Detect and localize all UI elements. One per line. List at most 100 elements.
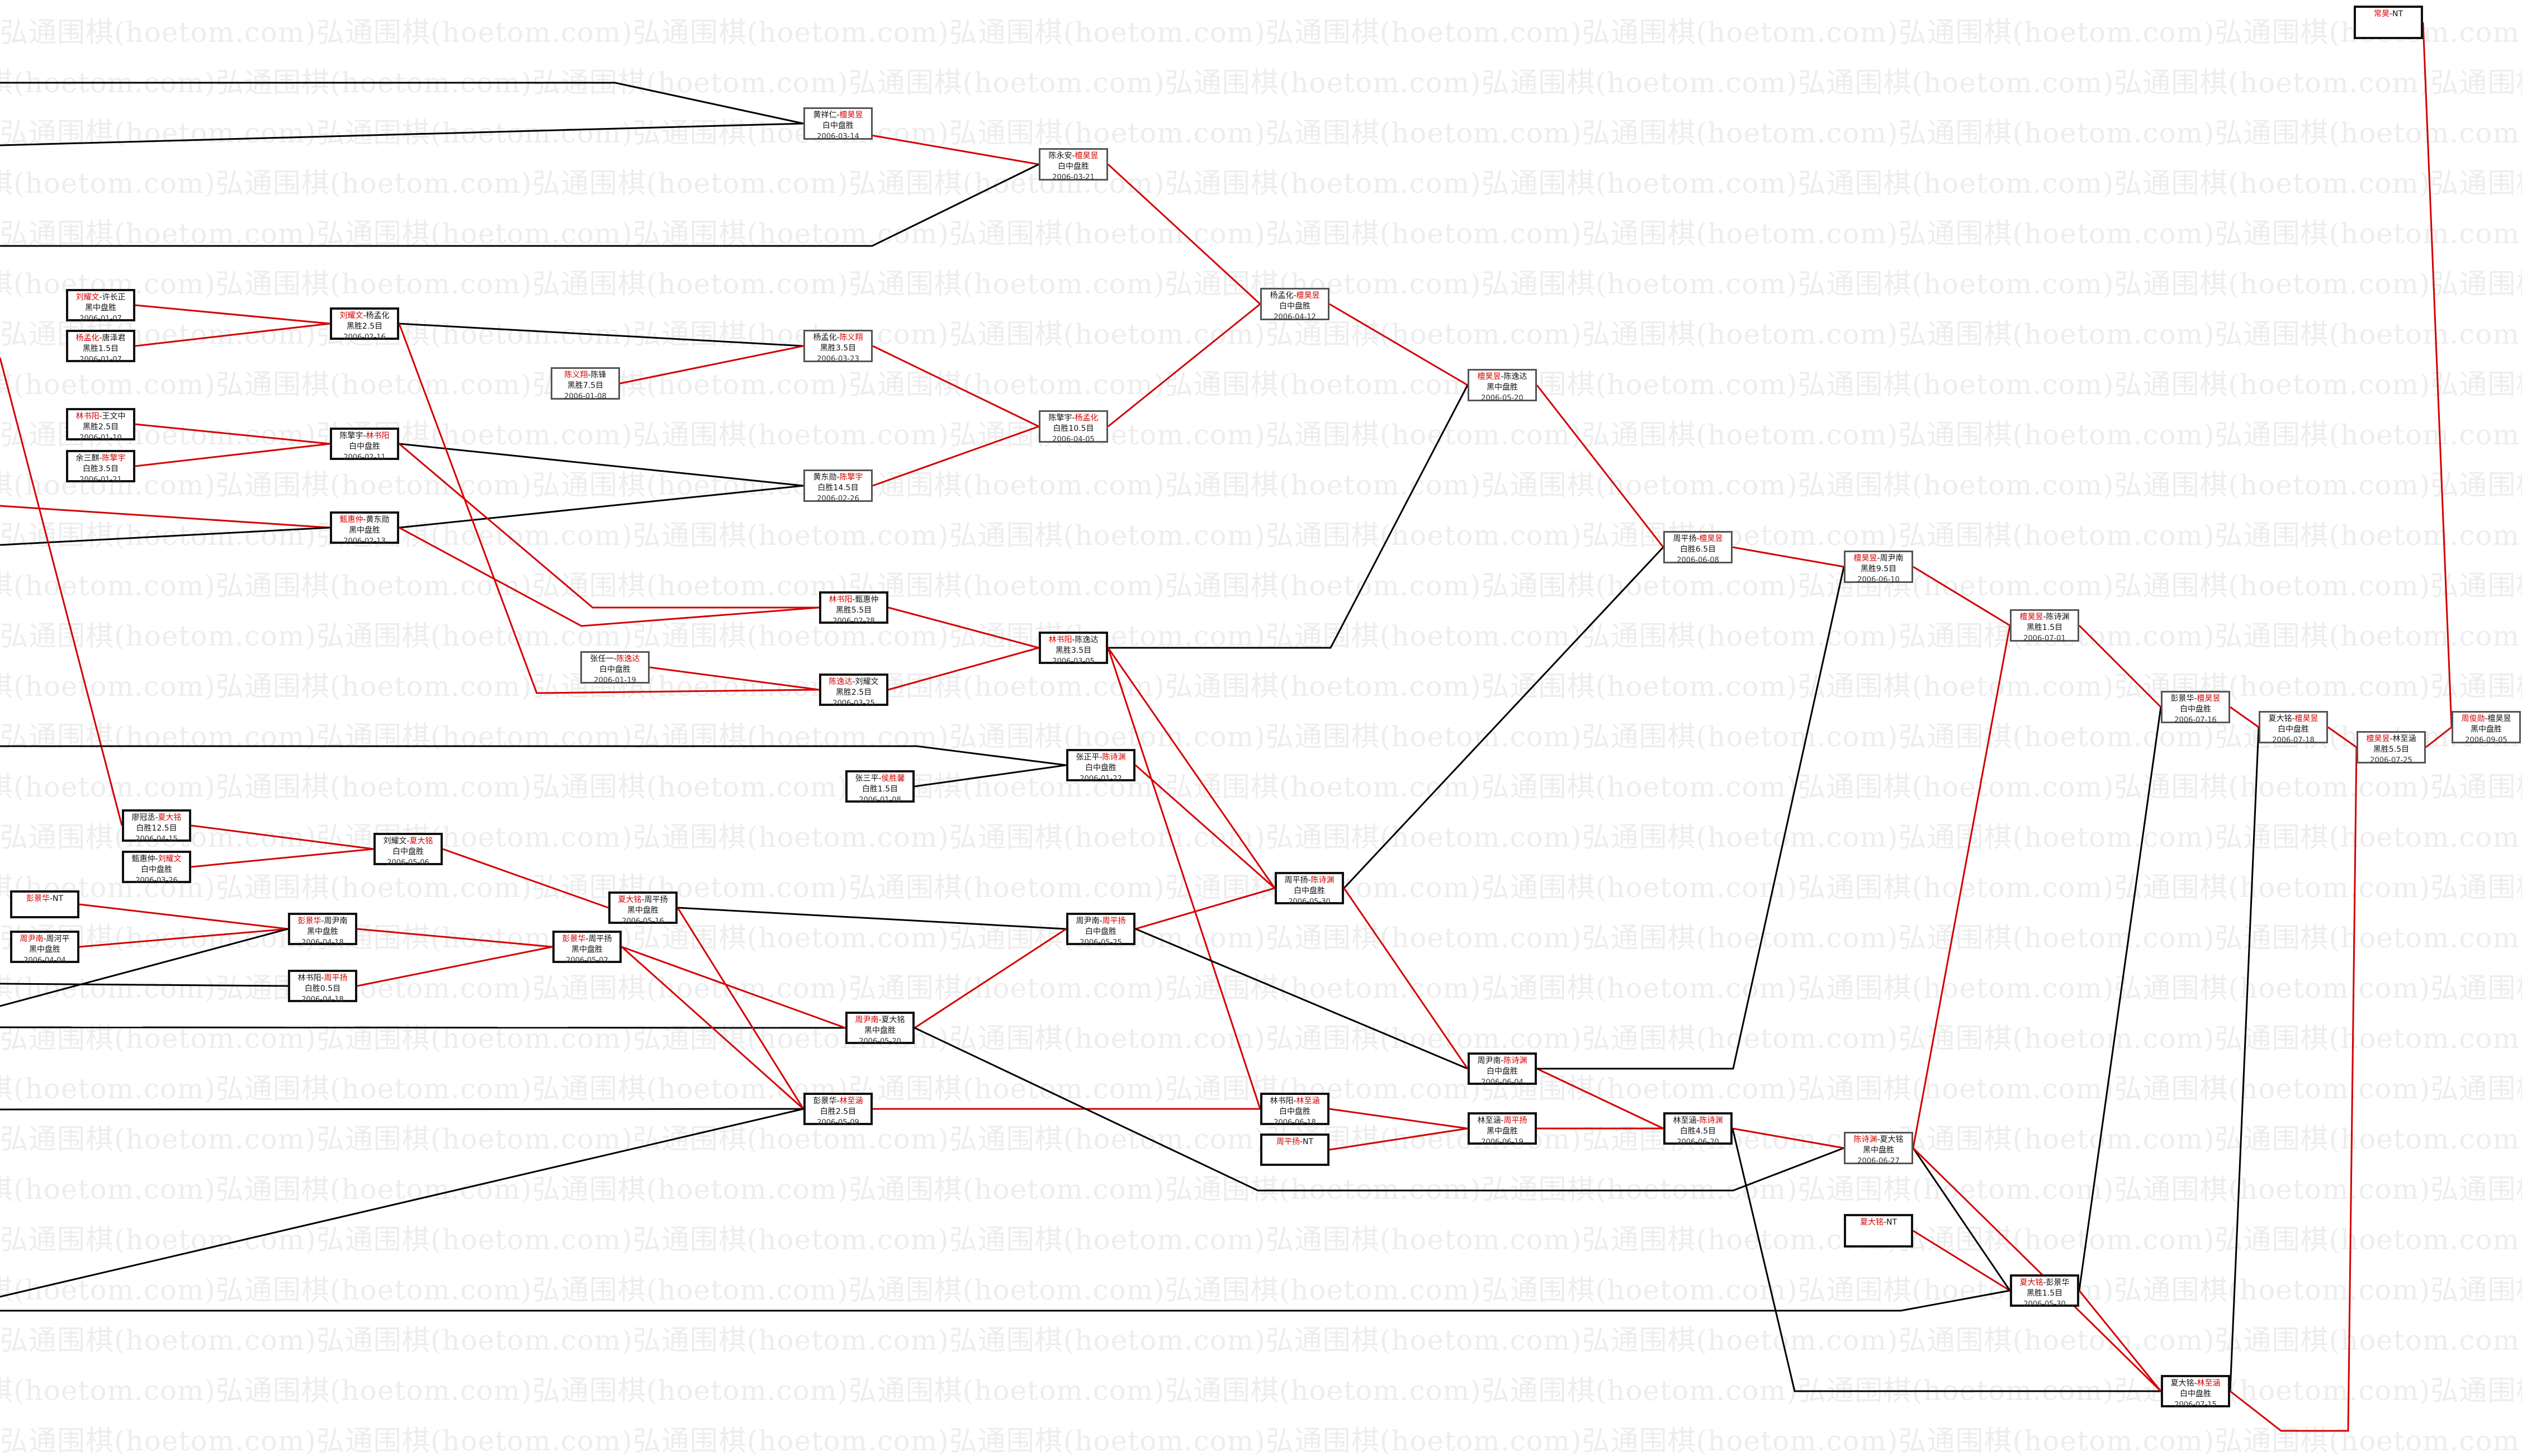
player-white: 夏大铭 — [1880, 1135, 1904, 1144]
vs-separator: - — [99, 454, 102, 463]
winner-connector-line — [79, 903, 288, 930]
match-players: 甄惠仲-刘耀文 — [124, 854, 189, 865]
player-white: 林至涵 — [2197, 1379, 2221, 1388]
player-white: 林书阳 — [366, 431, 390, 440]
winner-connector-line — [399, 443, 819, 609]
player-white: NT — [1303, 1137, 1314, 1146]
game-result: 白胜14.5目 — [817, 483, 859, 492]
game-date: 2006-05-02 — [566, 956, 608, 965]
match-players: 黄东勋-陈擎宇 — [805, 472, 871, 483]
match-players: 彭景华-NT — [12, 894, 77, 904]
loser-connector-line — [1731, 1128, 2161, 1392]
game-date: 2006-03-21 — [1052, 173, 1095, 182]
player-black: 张任一 — [590, 655, 614, 663]
player-white: 杨孟化 — [366, 311, 390, 320]
game-date: 2006-07-25 — [2370, 756, 2412, 765]
player-white: 檀昊昱 — [2197, 694, 2221, 703]
player-black: 黄东勋 — [813, 473, 837, 482]
game-box: 常昊-NT — [2354, 6, 2423, 39]
game-date: 2006-01-07 — [79, 355, 122, 364]
match-players: 林书阳-周平扬 — [290, 973, 355, 984]
loser-connector-line — [1343, 546, 1664, 889]
game-result: 白中盘胜 — [1487, 1067, 1518, 1076]
loser-connector-line — [399, 485, 804, 529]
winner-connector-line — [1329, 1108, 1468, 1130]
player-black: 周尹南 — [1076, 917, 1100, 926]
game-date: 2006-04-05 — [1052, 435, 1095, 444]
game-date: 2006-06-27 — [1857, 1157, 1900, 1165]
winner-connector-line — [191, 824, 374, 850]
game-date: 2006-06-04 — [1481, 1078, 1523, 1087]
winner-connector-line — [621, 946, 804, 1110]
game-result: 白中盘胜 — [1279, 302, 1310, 311]
vs-separator: - — [1099, 753, 1103, 762]
player-black: 檀昊昱 — [2019, 613, 2043, 622]
loser-connector-line — [2229, 727, 2260, 1392]
match-players: 陈擎宇-林书阳 — [332, 431, 397, 442]
game-date: 2006-06-18 — [1274, 1118, 1316, 1127]
player-black: 余三麒 — [75, 454, 100, 463]
player-white: 檀昊昱 — [1075, 151, 1099, 160]
game-result: 白胜6.5目 — [1679, 545, 1716, 554]
vs-separator: - — [2043, 613, 2046, 622]
match-players: 杨孟化-唐泽君 — [68, 333, 133, 344]
match-players: 陈诗渊-夏大铭 — [1846, 1135, 1911, 1145]
match-players: 夏大铭-檀昊昱 — [2260, 714, 2326, 724]
match-players: 檀昊昱-陈诗渊 — [2012, 612, 2078, 623]
loser-connector-line — [0, 1108, 804, 1298]
vs-separator: - — [99, 334, 102, 343]
player-white: 周平扬 — [1102, 917, 1126, 926]
vs-separator: - — [588, 371, 591, 380]
winner-connector-line — [2230, 706, 2259, 728]
vs-separator: - — [1877, 554, 1880, 563]
winner-connector-line — [2078, 1290, 2162, 1392]
winner-connector-line — [135, 322, 330, 347]
vs-separator: - — [1072, 635, 1075, 644]
game-result: 白胜4.5目 — [1679, 1127, 1716, 1136]
player-black: 甄惠仲 — [131, 855, 155, 864]
player-black: 周尹南 — [1477, 1056, 1501, 1065]
game-result: 黑中盘胜 — [2471, 725, 2502, 734]
player-black: 檀昊昱 — [1477, 372, 1501, 381]
winner-connector-line — [1536, 385, 1664, 548]
game-result: 黑胜1.5目 — [2026, 623, 2063, 632]
game-result: 黑胜2.5目 — [835, 688, 872, 697]
player-white: 陈擎宇 — [102, 454, 126, 463]
player-white: 周平扬 — [1503, 1116, 1527, 1125]
loser-connector-line — [0, 745, 1067, 766]
vs-separator: - — [852, 677, 855, 686]
match-players: 周俊勋-檀昊昱 — [2453, 714, 2519, 724]
loser-connector-line — [914, 764, 1067, 788]
game-date: 2006-01-10 — [79, 434, 122, 442]
match-players: 林至涵-陈诗渊 — [1665, 1116, 1730, 1126]
match-players: 彭景华-周平扬 — [555, 934, 619, 945]
game-result: 白中盘胜 — [141, 865, 172, 874]
vs-separator: - — [321, 974, 324, 983]
match-players: 夏大铭-周平扬 — [611, 895, 675, 905]
player-black: 张三平 — [855, 774, 879, 783]
game-date: 2006-05-30 — [1288, 898, 1331, 906]
player-white: 陈义翔 — [839, 333, 863, 342]
game-date: 2006-06-10 — [1857, 576, 1900, 584]
player-black: 陈义翔 — [564, 371, 588, 380]
vs-separator: - — [836, 473, 840, 482]
player-white: 陈锋 — [590, 371, 607, 380]
vs-separator: - — [99, 293, 102, 302]
game-result: 白中盘胜 — [2180, 705, 2211, 714]
vs-separator: - — [1501, 1056, 1504, 1065]
winner-connector-line — [1107, 647, 1261, 1109]
game-date: 2006-03-26 — [135, 876, 178, 885]
game-date: 2006-01-19 — [594, 676, 636, 685]
game-date: 2006-04-12 — [1274, 313, 1316, 321]
